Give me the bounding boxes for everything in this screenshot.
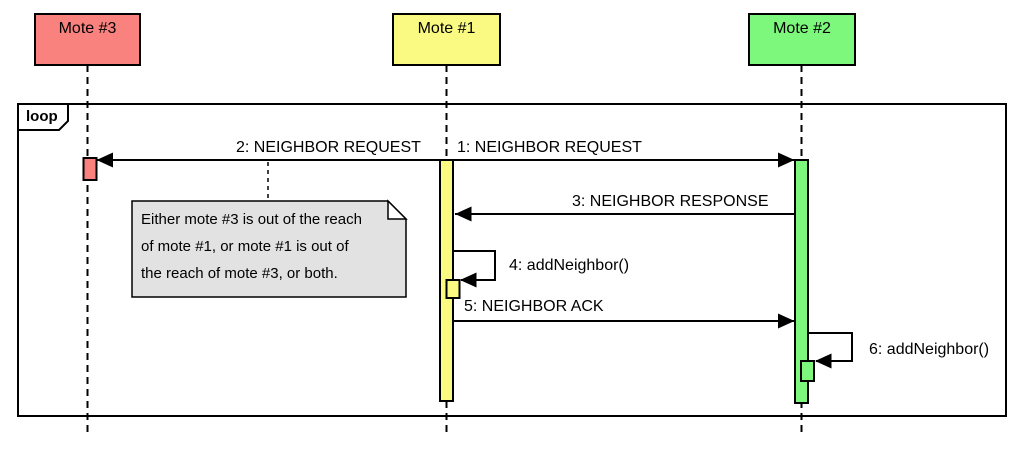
message-2-label: 2: NEIGHBOR REQUEST <box>236 139 421 156</box>
message-6-arrowhead-icon <box>815 353 832 369</box>
message-4-line <box>453 250 496 281</box>
message-1-arrowhead-icon <box>778 152 795 168</box>
message-5-arrowhead-icon <box>778 313 795 329</box>
note-line-2: of mote #1, or mote #1 is out of <box>141 238 349 255</box>
message-6-line <box>808 332 853 362</box>
note-shape <box>131 200 407 298</box>
lifeline-head-mote3: Mote #3 <box>58 20 117 37</box>
loop-frame <box>17 103 1007 417</box>
note-line-3: the reach of mote #3, or both. <box>141 265 338 282</box>
note: Either mote #3 is out of the reach of mo… <box>141 206 362 287</box>
loop-frame-tab <box>17 103 69 131</box>
message-4-arrowhead-icon <box>460 272 477 288</box>
loop-operator-label: loop <box>26 108 58 125</box>
head-box-mote3 <box>34 13 141 66</box>
head-box-mote1 <box>392 13 501 66</box>
message-4-label: 4: addNeighbor() <box>509 257 630 274</box>
message-6-label: 6: addNeighbor() <box>869 341 990 358</box>
lifeline-head-mote2: Mote #2 <box>773 20 831 37</box>
message-5-label: 5: NEIGHBOR ACK <box>464 298 604 315</box>
note-line-1: Either mote #3 is out of the reach <box>141 211 362 228</box>
activation-mote3 <box>82 157 98 181</box>
message-3-arrowhead-icon <box>455 206 472 222</box>
note-fold-corner-icon <box>387 199 408 220</box>
activation-mote2-nested <box>800 360 815 382</box>
message-2-arrowhead-icon <box>96 152 113 168</box>
lifeline-head-mote1: Mote #1 <box>417 20 476 37</box>
head-box-mote2 <box>748 13 856 66</box>
message-1-label: 1: NEIGHBOR REQUEST <box>457 139 642 156</box>
message-3-label: 3: NEIGHBOR RESPONSE <box>572 193 769 210</box>
activation-mote1-nested <box>445 279 461 299</box>
activation-mote2 <box>794 159 809 404</box>
